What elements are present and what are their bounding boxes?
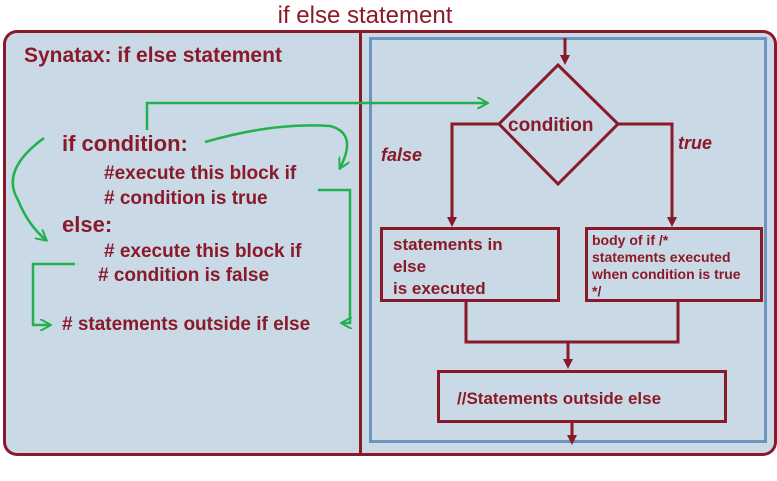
code-line-else: else:	[62, 212, 113, 237]
code-line-if: if condition:	[62, 131, 188, 156]
true-label: true	[678, 133, 713, 153]
flowchart-panel	[362, 30, 777, 456]
outside-statements-box: //Statements outside else	[437, 370, 727, 423]
if-merge-line	[568, 301, 680, 344]
code-line-if-comment-1: #execute this block if	[104, 163, 297, 184]
else-box-line: statements in	[393, 235, 503, 254]
if-box-line: when condition is true	[592, 266, 741, 282]
code-line-else-comment-1: # execute this block if	[104, 241, 302, 262]
false-branch-line	[447, 122, 499, 227]
if-box-line: statements executed	[592, 249, 731, 265]
syntax-panel	[3, 30, 364, 456]
if-block-box: body of if /* statements executed when c…	[585, 227, 763, 302]
green-arrow-to-condition	[145, 103, 487, 130]
false-label: false	[381, 145, 423, 165]
green-arrow-false-path	[11, 136, 46, 240]
condition-diamond	[496, 62, 621, 187]
green-arrow-if-exit	[318, 188, 350, 323]
else-block-box: statements in else is executed	[380, 227, 560, 302]
green-arrow-else-exit	[31, 262, 75, 325]
else-merge-line	[464, 301, 568, 344]
outside-box-label: //Statements outside else	[457, 389, 662, 408]
code-line-if-comment-2: # condition is true	[104, 188, 268, 209]
if-box-line: */	[592, 283, 602, 299]
true-branch-line	[618, 122, 677, 227]
green-arrow-true-path	[204, 124, 347, 168]
else-box-line: is executed	[393, 279, 486, 298]
syntax-heading: Synatax: if else statement	[24, 44, 282, 67]
condition-label: condition	[508, 115, 594, 136]
panel-divider	[359, 30, 362, 453]
code-line-else-comment-2: # condition is false	[98, 265, 270, 286]
code-line-outside: # statements outside if else	[62, 314, 311, 335]
page-title: if else statement	[277, 2, 453, 29]
if-box-line: body of if /*	[592, 232, 669, 248]
else-box-line: else	[393, 257, 427, 276]
